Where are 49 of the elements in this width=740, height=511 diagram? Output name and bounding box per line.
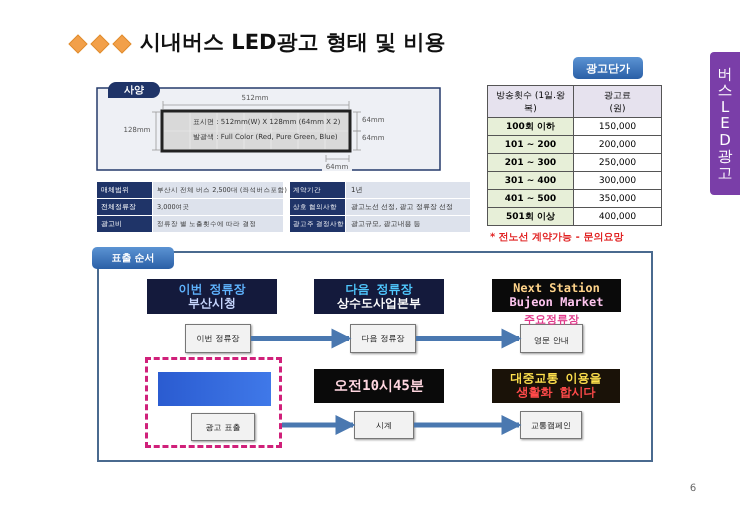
photo-placeholder [158, 372, 271, 406]
table-cell: 201 ~ 300 [487, 153, 574, 172]
table-cell: 401 ~ 500 [487, 189, 574, 208]
step-label: 광고 표출 [204, 422, 242, 434]
section-badge: 표출 순서 [92, 247, 174, 269]
arrow [416, 328, 522, 348]
arrow [282, 415, 356, 435]
table-cell: 100회 이하 [487, 117, 574, 136]
led-display [314, 279, 444, 314]
title: 시내버스 LED광고 형태 및 비용 [140, 29, 446, 56]
led-text: Next Station [513, 282, 600, 296]
step-label: 이번 정류장 [196, 333, 240, 345]
led-display [492, 369, 620, 403]
arrow [414, 415, 522, 435]
led-text: 상수도사업본부 [337, 296, 421, 310]
step-box [520, 411, 582, 439]
led-text: Bujeon Market [510, 296, 604, 310]
table-header-cell: 방송횟수 (1일.왕복) [487, 85, 574, 118]
step-label: 다음 정류장 [360, 333, 406, 345]
led-text: 부산시청 [188, 296, 236, 310]
led-text: 다음 정류장 [345, 282, 413, 296]
section-badge: 광고단가 [573, 57, 643, 79]
led-display [147, 279, 277, 314]
led-text: 대중교통 이용을 [510, 372, 602, 386]
step-label: 영문 안내 [533, 335, 570, 347]
led-display [314, 369, 444, 403]
table-cell: 400,000 [573, 207, 662, 226]
table-cell: 101 ~ 200 [487, 135, 574, 154]
led-text: 생활화 합시다 [516, 386, 596, 400]
highlight-label: 주요정류장 [523, 312, 580, 326]
step-box [520, 324, 583, 353]
led-text: 이번 정류장 [178, 282, 246, 296]
arrow [251, 328, 352, 348]
step-label: 시계 [375, 420, 393, 432]
step-box [185, 324, 251, 353]
table-header-cell: 광고료 (원) [573, 85, 662, 118]
step-label: 교통캠페인 [530, 420, 572, 432]
note-text: * 전노선 계약가능 - 문의요망 [490, 231, 624, 244]
table-cell: 301 ~ 400 [487, 171, 574, 190]
step-box [191, 413, 255, 441]
page-number: 6 [688, 482, 698, 495]
table-cell: 501회 이상 [487, 207, 574, 226]
step-box [354, 411, 414, 439]
side-tab: 버스 LED 광고 [710, 52, 740, 195]
led-text: 오전10시45분 [334, 378, 424, 394]
section-badge: 사양 [108, 82, 160, 98]
step-box [350, 324, 416, 353]
highlight-frame [145, 357, 282, 448]
led-display [492, 279, 621, 312]
